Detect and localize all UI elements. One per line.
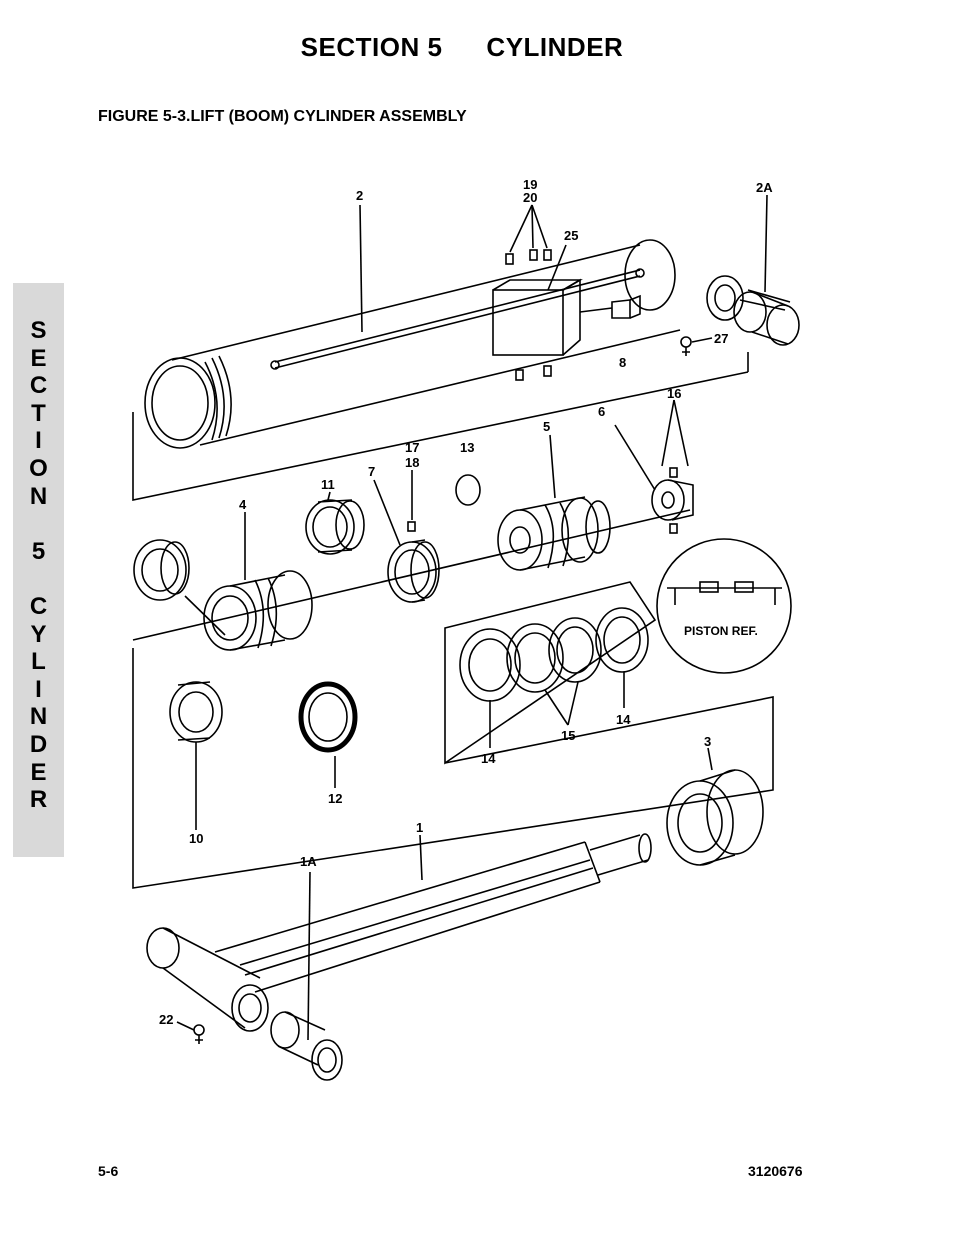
side-tab-letter: N (29, 703, 48, 731)
callout-8: 8 (619, 355, 626, 370)
callout-5: 5 (543, 419, 550, 434)
side-tab-letter: I (35, 427, 42, 455)
side-tab-letter: S (30, 317, 47, 344)
document-number: 3120676 (748, 1163, 803, 1179)
callout-20: 20 (523, 190, 537, 205)
figure-title: FIGURE 5-3.LIFT (BOOM) CYLINDER ASSEMBLY (98, 108, 467, 125)
grease-fitting-27 (680, 336, 692, 356)
callout-11: 11 (321, 477, 335, 492)
callout-14-left: 14 (481, 751, 496, 766)
piston-ref-detail (656, 538, 792, 674)
page-header: SECTION 5 CYLINDER (0, 32, 924, 63)
callout-17: 17 (405, 440, 419, 455)
page-number: 5-6 (98, 1163, 119, 1179)
side-tab-letter: O (29, 454, 48, 482)
side-tab-letter: R (29, 786, 48, 814)
callout-6: 6 (598, 404, 605, 419)
collar-part-6 (614, 424, 694, 534)
rod-seal-12 (298, 681, 358, 753)
callout-2: 2 (356, 188, 363, 203)
side-tab-letter: C (29, 372, 48, 400)
callout-1a: 1A (300, 854, 317, 869)
callout-18: 18 (405, 455, 419, 470)
callout-7: 7 (368, 464, 375, 479)
seal-rings (459, 607, 649, 702)
side-tab-letter: E (30, 758, 47, 786)
side-tab-letter: Y (30, 620, 47, 648)
wiper-seal (133, 539, 190, 601)
piston-ref-label: PISTON REF. (684, 624, 758, 638)
spacer-part-7 (387, 521, 440, 603)
cylinder-head-3 (666, 769, 764, 866)
side-tab-letter: E (30, 344, 47, 372)
callout-2a: 2A (756, 180, 773, 195)
phantom-frame-barrel (132, 371, 749, 501)
piston-part (497, 496, 611, 571)
side-tab-letter: 5 (31, 537, 46, 565)
side-tab-letter: T (31, 399, 46, 427)
side-tab-letter: I (35, 675, 42, 703)
callout-15: 15 (561, 728, 575, 743)
grease-fitting-22 (193, 1024, 205, 1044)
callout-10: 10 (189, 831, 203, 846)
side-tab-letter: C (29, 592, 48, 620)
section-title: CYLINDER (486, 32, 624, 62)
barrel-part (144, 239, 681, 449)
side-tab-letter: L (31, 648, 46, 676)
set-screws (505, 204, 567, 381)
callout-3: 3 (704, 734, 711, 749)
phantom-frame-rod (132, 648, 774, 889)
callout-12: 12 (328, 791, 342, 806)
o-ring-13 (455, 474, 481, 506)
callout-22: 22 (159, 1012, 173, 1027)
rod-eye (146, 927, 269, 1032)
callout-25: 25 (564, 228, 578, 243)
callout-19: 19 (523, 177, 537, 192)
callout-16: 16 (667, 386, 681, 401)
callout-1: 1 (416, 820, 423, 835)
callout-14-right: 14 (616, 712, 631, 727)
bushing-part-10 (169, 681, 223, 743)
side-tab-letter: D (29, 730, 48, 758)
cylinder-head-4 (203, 570, 313, 651)
callout-13: 13 (460, 440, 474, 455)
bushing-1a (270, 1011, 343, 1081)
seal-kit-frame (444, 581, 657, 765)
side-tab-letter: N (29, 482, 48, 510)
callout-4: 4 (239, 497, 247, 512)
bushing-2a (706, 275, 800, 346)
bushing-part-11 (305, 499, 365, 555)
section-number: SECTION 5 (300, 32, 443, 62)
rod-part-1 (214, 833, 652, 993)
callout-27: 27 (714, 331, 728, 346)
